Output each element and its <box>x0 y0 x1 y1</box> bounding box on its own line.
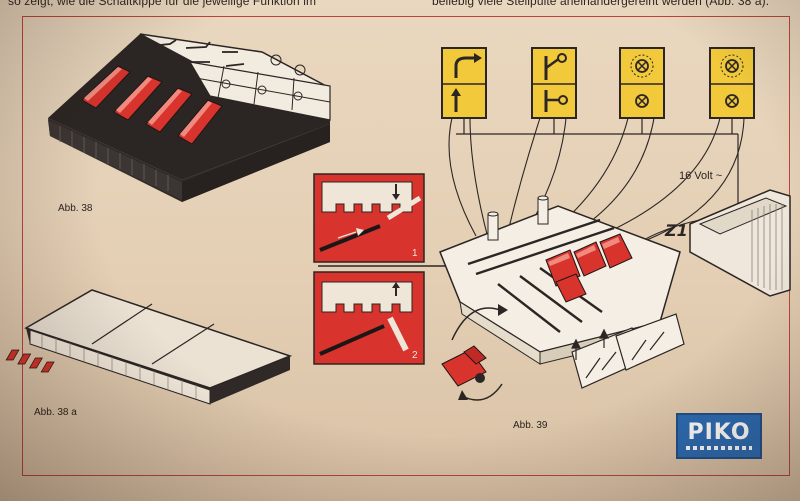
detail-number-2: 2 <box>412 350 418 361</box>
logo-wordmark: PIKO <box>687 420 751 445</box>
open-panel-illustration <box>439 195 685 401</box>
caption-abb-38: Abb. 38 <box>58 203 93 214</box>
piko-logo: PIKO <box>676 413 762 459</box>
pointer-arrow <box>318 262 462 270</box>
control-panel-illustration <box>48 33 331 202</box>
detail-number-1: 1 <box>412 248 418 259</box>
detail-insert-2 <box>313 271 425 365</box>
transformer-illustration: Z1 <box>663 189 791 297</box>
caption-abb-38a: Abb. 38 a <box>34 407 77 418</box>
switch-detail <box>441 304 508 401</box>
caption-abb-39: Abb. 39 <box>513 420 548 431</box>
chained-panels-illustration <box>5 289 293 405</box>
header-text-left: so zeigt, wie die Schaltkippe für die je… <box>8 0 317 8</box>
voltage-label: 16 Volt ~ <box>679 170 723 182</box>
uncoupler-icon <box>531 47 577 119</box>
logo-track-bar <box>686 446 752 450</box>
header-text-right: beliebig viele Stellpulte aneinandergere… <box>432 0 770 8</box>
detail-insert-1 <box>313 173 425 263</box>
transformer-label: Z1 <box>663 221 690 240</box>
turnout-icon <box>441 47 487 119</box>
signal-symbols <box>441 47 755 210</box>
lamp-icon <box>619 47 665 119</box>
signal-lamp-icon <box>709 47 755 119</box>
